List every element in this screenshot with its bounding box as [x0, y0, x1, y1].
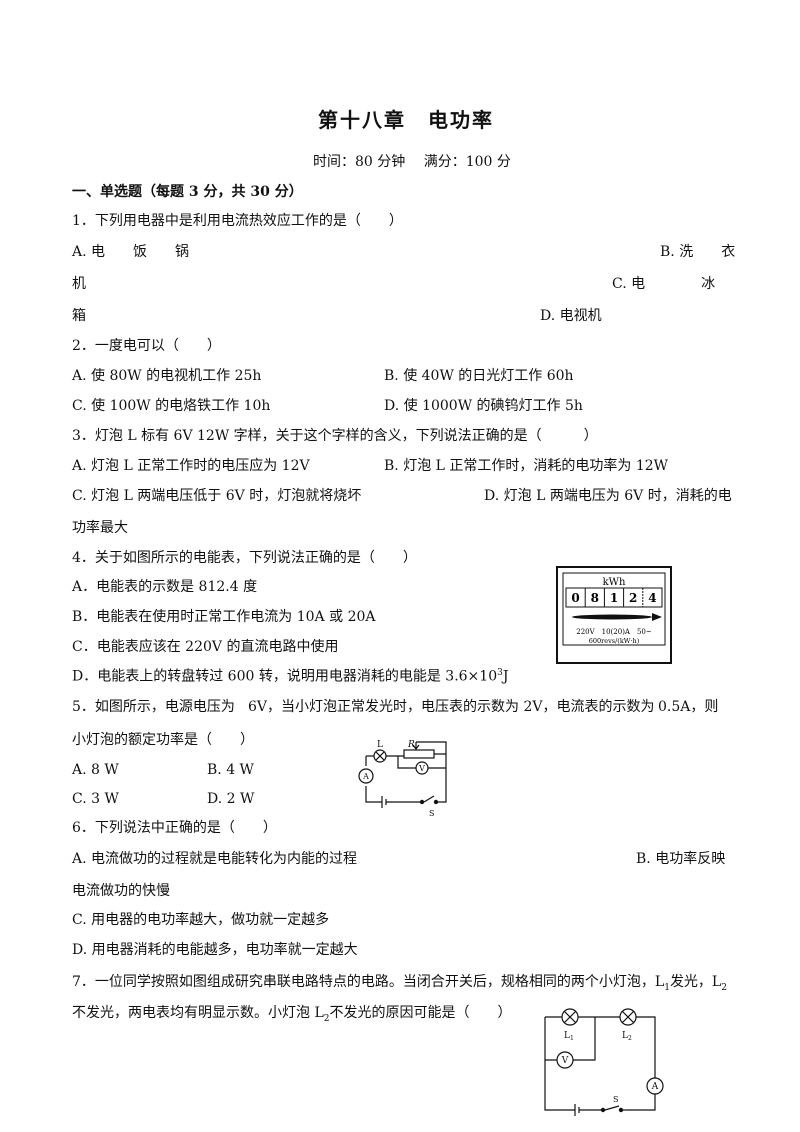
electric-meter-figure: kWh 0 8 1 2 4 220V 10(20)A 50~ 600revs/(… — [556, 566, 672, 664]
question-2-stem: 2．一度电可以（ ） — [72, 338, 221, 354]
question-3-stem: 3．灯泡 L 标有 6V 12W 字样，关于这个字样的含义，下列说法正确的是（ … — [72, 428, 598, 444]
ammeter-icon — [358, 768, 374, 784]
q2-option-a: A. 使 80W 的电视机工作 25h — [72, 368, 262, 384]
question-5-stem-a: 5．如图所示，电源电压为 — [72, 699, 235, 715]
lamp-label: L — [377, 740, 383, 750]
q1-option-b-continued: 机 — [72, 276, 86, 292]
q2-option-c: C. 使 100W 的电烙铁工作 10h — [72, 398, 271, 414]
q3-option-b: B. 灯泡 L 正常工作时，消耗的电功率为 12W — [384, 458, 669, 474]
voltmeter-icon — [556, 1051, 574, 1069]
q4-option-a: A．电能表的示数是 812.4 度 — [72, 579, 258, 595]
question-5-stem-line2: 小灯泡的额定功率是（ ） — [72, 732, 254, 748]
q3-option-d: D. 灯泡 L 两端电压为 6V 时，消耗的电 — [484, 488, 732, 504]
q1-option-d: D. 电视机 — [540, 308, 602, 324]
exam-info: 时间：80 分钟 满分：100 分 — [313, 154, 511, 170]
q7-circuit-diagram: L1 L2 V A S — [544, 1008, 664, 1116]
q6-option-a: A. 电流做功的过程就是电能转化为内能的过程 — [72, 851, 358, 867]
q4-option-d: D．电能表上的转盘转过 600 转，说明用电器消耗的电能是 3.6×103J — [72, 668, 509, 685]
q5-option-d: D. 2 W — [207, 791, 255, 807]
rheostat-icon — [403, 749, 435, 759]
meter-digit: 4 — [648, 591, 656, 605]
q2-option-d: D. 使 1000W 的碘钨灯工作 5h — [384, 398, 583, 414]
q5-option-c: C. 3 W — [72, 791, 119, 807]
meter-digits: 0 8 1 2 4 — [565, 587, 663, 608]
question-7-stem-line1: 7．一位同学按照如图组成研究串联电路特点的电路。当闭合开关后，规格相同的两个小灯… — [72, 974, 727, 993]
q5-option-a: A. 8 W — [72, 762, 119, 778]
section-heading: 一、单选题（每题 3 分，共 30 分） — [72, 184, 303, 200]
q6-option-b-continued: 电流做功的快慢 — [72, 883, 170, 899]
meter-digit: 2 — [629, 591, 637, 605]
ammeter-label: A — [651, 1082, 659, 1092]
q3-option-d-continued: 功率最大 — [72, 520, 128, 536]
question-5-stem-b: 6V，当小灯泡正常发光时，电压表的示数为 2V，电流表的示数为 — [248, 699, 655, 715]
q6-option-d: D. 用电器消耗的电能越多，电功率就一定越大 — [72, 942, 358, 958]
q1-option-c-continued: 箱 — [72, 308, 86, 324]
q1-option-a: A. 电 饭 锅 — [72, 244, 190, 260]
question-1-stem: 1．下列用电器中是利用电流热效应工作的是（ ） — [72, 213, 403, 229]
q1-option-b: B. 洗 衣 — [660, 244, 736, 260]
q4-option-b: B．电能表在使用时正常工作电流为 10A 或 20A — [72, 609, 376, 625]
rheostat-label: R — [407, 740, 415, 750]
question-5-stem-c: 0.5A，则 — [658, 699, 719, 715]
meter-digit: 8 — [591, 591, 599, 605]
meter-digit: 1 — [610, 591, 618, 605]
voltmeter-label: V — [561, 1056, 569, 1066]
switch-label: S — [429, 809, 434, 818]
q2-option-b: B. 使 40W 的日光灯工作 60h — [384, 368, 574, 384]
question-7-stem-line2: 不发光，两电表均有明显示数。小灯泡 L2不发光的原因可能是（ ） — [72, 1005, 512, 1024]
meter-disc-arrow — [572, 613, 662, 621]
ammeter-label: A — [362, 772, 369, 781]
q5-option-b: B. 4 W — [207, 762, 254, 778]
lamp-l1-label: L1 — [564, 1031, 574, 1042]
q1-option-c: C. 电 冰 — [612, 276, 716, 292]
q5-circuit-diagram: L R A V S — [358, 740, 447, 818]
meter-spec-line1: 220V 10(20)A 50~ — [576, 628, 652, 636]
meter-spec-line2: 600revs/(kW·h) — [589, 637, 640, 645]
page-title: 第十八章 电功率 — [318, 108, 494, 132]
q4-option-c: C．电能表应该在 220V 的直流电路中使用 — [72, 639, 339, 655]
q3-option-c: C. 灯泡 L 两端电压低于 6V 时，灯泡就将烧坏 — [72, 488, 362, 504]
voltmeter-label: V — [418, 764, 425, 773]
lamp-l2-label: L2 — [622, 1031, 632, 1042]
q3-option-a: A. 灯泡 L 正常工作时的电压应为 12V — [72, 458, 310, 474]
switch-label: S — [613, 1095, 618, 1104]
q6-option-c: C. 用电器的电功率越大，做功就一定越多 — [72, 912, 330, 928]
q6-option-b: B. 电功率反映 — [636, 851, 726, 867]
question-6-stem: 6．下列说法中正确的是（ ） — [72, 820, 277, 836]
meter-unit: kWh — [603, 577, 626, 588]
question-4-stem: 4．关于如图所示的电能表，下列说法正确的是（ ） — [72, 550, 417, 566]
meter-digit: 0 — [571, 591, 579, 605]
